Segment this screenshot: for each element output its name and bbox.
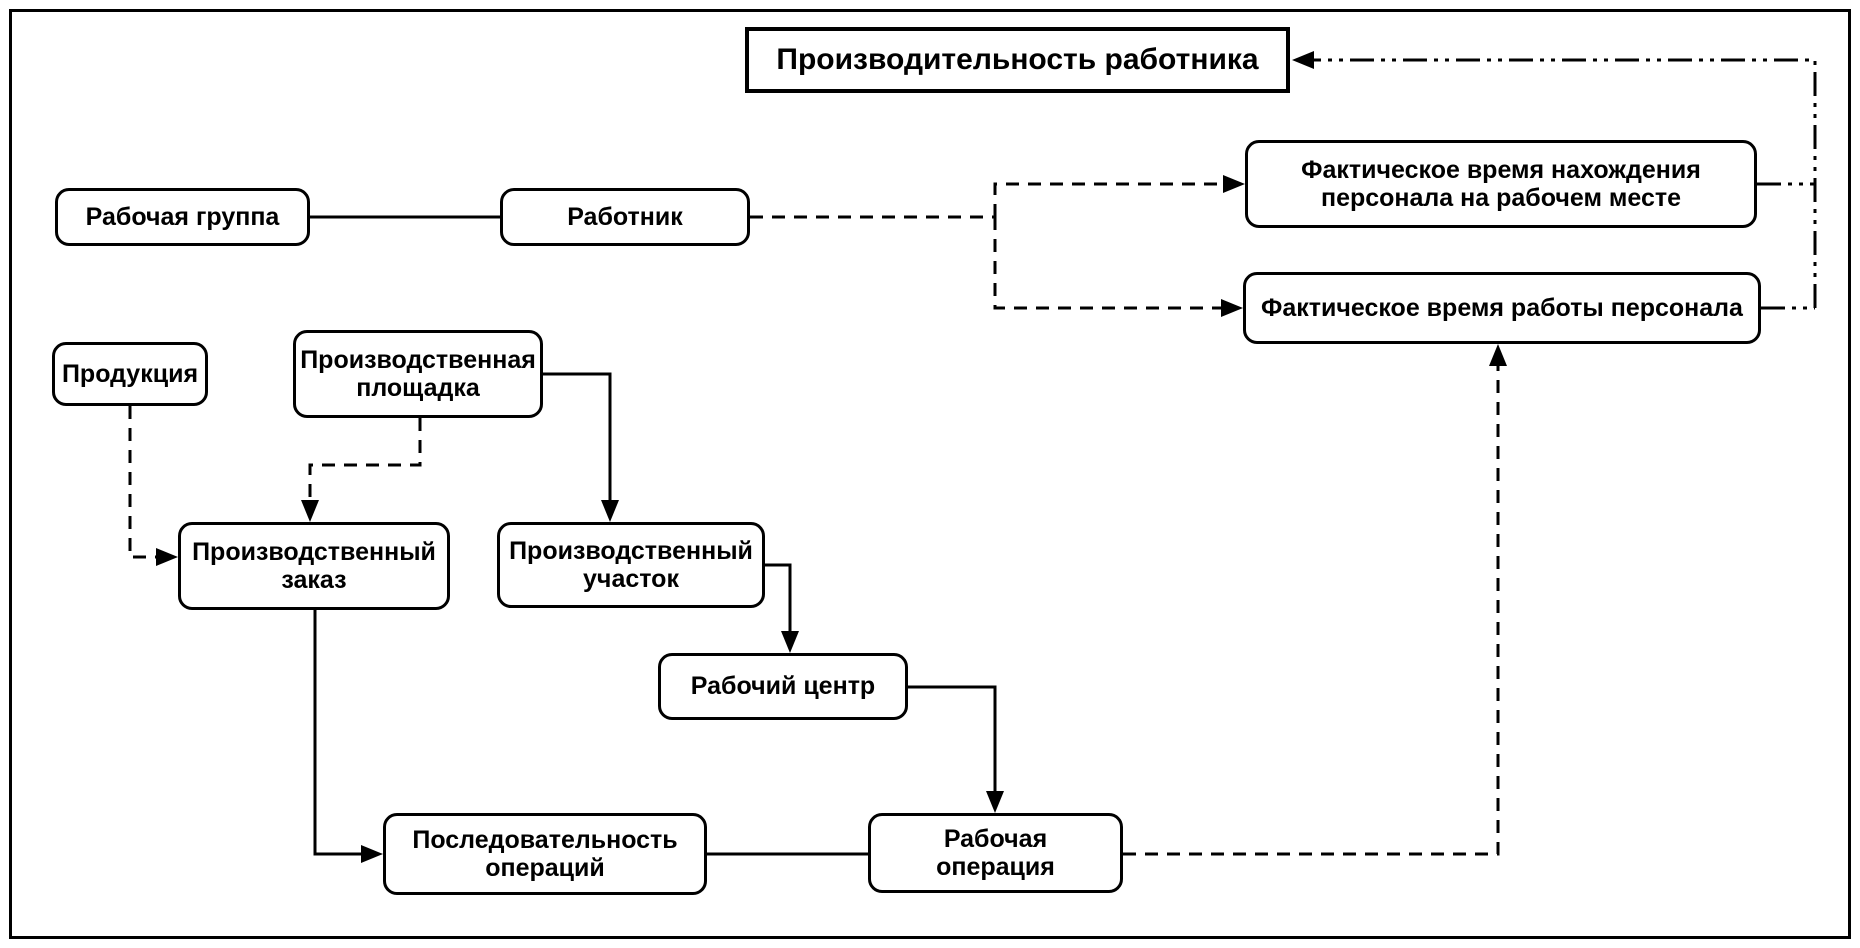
node-work-group: Рабочая группа xyxy=(55,188,310,246)
node-production-order: Производственный заказ xyxy=(178,522,450,610)
node-production-site-label: Производственная площадка xyxy=(300,345,536,403)
edge-production-site-production-order xyxy=(308,418,422,500)
node-operation-sequence-label: Последовательность операций xyxy=(412,825,678,883)
edge-work-center-work-operation xyxy=(908,685,997,791)
node-actual-presence-time-label: Фактическое время нахождения персонала н… xyxy=(1301,155,1701,213)
edge-worker-actual-presence-time xyxy=(993,182,1223,217)
outer-border xyxy=(9,9,1851,939)
node-production-site: Производственная площадка xyxy=(293,330,543,418)
node-production-order-label: Производственный заказ xyxy=(192,537,436,595)
edge-production-order-operation-sequence xyxy=(313,610,361,856)
node-actual-presence-time: Фактическое время нахождения персонала н… xyxy=(1245,140,1757,228)
arrowhead-work-operation-top xyxy=(986,791,1004,813)
edge-production-section-work-center xyxy=(765,563,792,631)
edge-worker-actual-work-time xyxy=(993,217,1221,310)
arrowhead-production-order-top xyxy=(301,500,319,522)
edge-times-productivity xyxy=(1314,58,1817,310)
node-work-group-label: Рабочая группа xyxy=(85,202,280,231)
node-work-operation-label: Рабочая операция xyxy=(936,824,1055,882)
node-products: Продукция xyxy=(52,342,208,406)
arrowhead-work-center xyxy=(781,631,799,653)
arrowhead-actual-presence-time xyxy=(1223,175,1245,193)
node-work-center: Рабочий центр xyxy=(658,653,908,720)
node-production-section-label: Производственный участок xyxy=(509,536,753,594)
arrowhead-productivity xyxy=(1292,51,1314,69)
edge-production-site-production-section xyxy=(543,372,612,500)
node-worker: Работник xyxy=(500,188,750,246)
arrowhead-actual-work-time xyxy=(1221,299,1243,317)
edge-work-operation-actual-work-time xyxy=(1123,366,1500,856)
node-operation-sequence: Последовательность операций xyxy=(383,813,707,895)
arrowhead-operation-sequence xyxy=(361,845,383,863)
node-work-center-label: Рабочий центр xyxy=(690,672,876,701)
node-actual-work-time: Фактическое время работы персонала xyxy=(1243,272,1761,344)
node-production-section: Производственный участок xyxy=(497,522,765,608)
arrowhead-production-order-left xyxy=(156,548,178,566)
node-productivity: Производительность работника xyxy=(745,27,1290,93)
node-actual-work-time-label: Фактическое время работы персонала xyxy=(1261,293,1743,322)
node-products-label: Продукция xyxy=(61,359,199,388)
node-productivity-label: Производительность работника xyxy=(776,42,1259,76)
node-worker-label: Работник xyxy=(567,202,683,231)
arrowhead-production-section xyxy=(601,500,619,522)
node-work-operation: Рабочая операция xyxy=(868,813,1123,893)
edge-products-production-order xyxy=(128,406,156,559)
arrowhead-actual-work-time-bottom xyxy=(1489,344,1507,366)
